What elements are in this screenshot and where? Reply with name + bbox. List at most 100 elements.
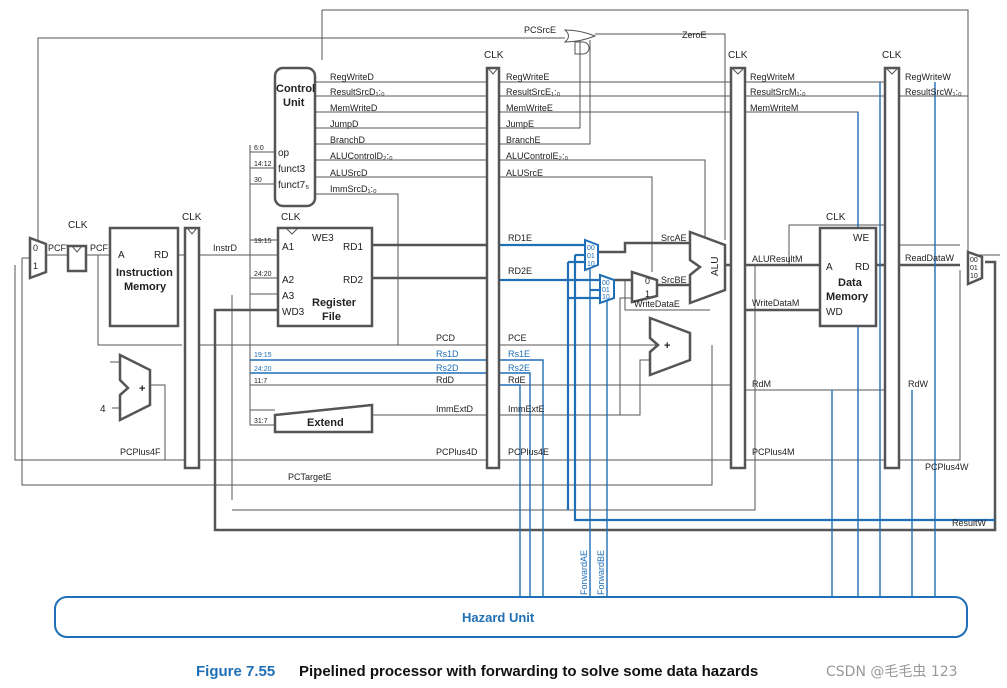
instruction-memory	[108, 226, 180, 328]
clk-label-pc: CLK	[68, 220, 88, 231]
sig-pcplus4m: PCPlus4M	[752, 447, 795, 457]
cu-port-op: op	[278, 148, 290, 159]
decode-execute-register	[485, 66, 501, 470]
sig-pcfp: PCF'	[48, 243, 68, 253]
memory-writeback-register	[883, 66, 901, 470]
adder-plus-2: +	[664, 340, 670, 352]
sig-memwritem: MemWriteM	[750, 103, 798, 113]
sig-alucontrole: ALUControlE₂:₀	[506, 151, 569, 161]
constant-four: 4	[100, 404, 106, 415]
srcb-mux	[630, 270, 659, 304]
sig-immsrcd: ImmSrcD₁:₀	[330, 184, 377, 194]
extend-label: Extend	[307, 417, 344, 429]
fwdB-in00: 00	[602, 280, 610, 287]
sig-forwardae: ForwardAE	[579, 550, 589, 595]
rf-port-we3: WE3	[312, 233, 334, 244]
sig-pcf: PCF	[90, 243, 109, 253]
sig-regwrited: RegWriteD	[330, 72, 374, 82]
pc-mux	[28, 236, 48, 280]
sig-resultsrcd: ResultSrcD₁:₀	[330, 87, 385, 97]
bits-11-7: 11:7	[254, 378, 267, 385]
sig-jumpe: JumpE	[506, 119, 534, 129]
clk-label-rf: CLK	[281, 212, 301, 223]
sig-immexte: ImmExtE	[508, 404, 545, 414]
sig-srcae: SrcAE	[661, 233, 687, 243]
sig-rd1e: RD1E	[508, 233, 532, 243]
sig-aluresultm: ALUResultM	[752, 254, 803, 264]
sig-pcplus4w: PCPlus4W	[925, 462, 969, 472]
forward-b-mux	[599, 273, 615, 305]
sig-rdm: RdM	[752, 379, 771, 389]
sig-srcbe: SrcBE	[661, 275, 687, 285]
sig-memwrited: MemWriteD	[330, 103, 378, 113]
pcplus4-adder	[118, 352, 152, 423]
rf-port-rd1: RD1	[343, 242, 363, 253]
sig-alucontrold: ALUControlD₂:₀	[330, 151, 393, 161]
fetch-decode-register	[183, 226, 201, 470]
fwdB-in01: 01	[602, 287, 610, 294]
sig-writedatam: WriteDataM	[752, 298, 799, 308]
caption-number: Figure 7.55	[196, 663, 275, 680]
rf-port-wd3: WD3	[282, 307, 305, 318]
srcbmux-in1: 1	[645, 289, 650, 299]
rf-port-a2: A2	[282, 275, 295, 286]
rf-port-a3: A3	[282, 291, 295, 302]
sig-zeroe: ZeroE	[682, 30, 707, 40]
sig-pcplus4d: PCPlus4D	[436, 447, 478, 457]
resmux-in01: 01	[970, 265, 978, 272]
watermark: CSDN @毛毛虫 123	[826, 664, 958, 680]
hazard-unit	[54, 596, 968, 638]
sig-regwritee: RegWriteE	[506, 72, 549, 82]
adder-plus-1: +	[139, 383, 145, 395]
data-memory-label-1: Data	[838, 277, 863, 289]
register-file-label-1: Register	[312, 297, 357, 309]
instruction-memory-label-2: Memory	[124, 281, 167, 293]
sig-pcsrce: PCSrcE	[524, 25, 556, 35]
sig-rde: RdE	[508, 375, 526, 385]
bits-31-7: 31:7	[254, 418, 268, 425]
result-mux	[966, 250, 984, 286]
dmem-port-wd: WD	[826, 307, 843, 318]
clk-label-fd: CLK	[182, 212, 202, 223]
bits-6-0: 6:0	[254, 145, 264, 152]
sig-branche: BranchE	[506, 135, 541, 145]
fwdB-in10: 10	[602, 294, 610, 301]
control-unit	[273, 66, 317, 208]
sig-regwritem: RegWriteM	[750, 72, 795, 82]
sig-pce: PCE	[508, 333, 527, 343]
sig-rd2e: RD2E	[508, 266, 532, 276]
sig-pctargete: PCTargetE	[288, 472, 332, 482]
register-file	[276, 226, 374, 328]
bits-14-12: 14:12	[254, 161, 272, 168]
bits-24-20-b: 24:20	[254, 366, 272, 373]
sig-rdd: RdD	[436, 375, 455, 385]
control-unit-label-2: Unit	[283, 97, 305, 109]
sig-rs1e: Rs1E	[508, 349, 530, 359]
extend-unit	[273, 403, 374, 434]
bits-30: 30	[254, 177, 262, 184]
bits-24-20: 24:20	[254, 271, 272, 278]
resmux-in00: 00	[970, 257, 978, 264]
sig-pcplus4e: PCPlus4E	[508, 447, 549, 457]
instruction-memory-label-1: Instruction	[116, 267, 173, 279]
dmem-port-rd: RD	[855, 262, 869, 273]
clk-label-mw: CLK	[882, 50, 902, 61]
imem-port-rd: RD	[154, 250, 168, 261]
cu-port-funct3: funct3	[278, 164, 306, 175]
forwarding-wires	[250, 82, 995, 597]
alu	[688, 230, 727, 305]
execute-memory-register	[729, 66, 747, 470]
clk-label-dm: CLK	[826, 212, 846, 223]
control-unit-label-1: Control	[276, 83, 315, 95]
sig-alusrce: ALUSrcE	[506, 168, 543, 178]
rf-port-a1: A1	[282, 242, 295, 253]
sig-immextd: ImmExtD	[436, 404, 473, 414]
sig-writedatae: WriteDataE	[634, 299, 680, 309]
sig-resultsrcm: ResultSrcM₁:₀	[750, 87, 806, 97]
sig-branchd: BranchD	[330, 135, 366, 145]
sig-rs1d: Rs1D	[436, 349, 459, 359]
sig-memwritee: MemWriteE	[506, 103, 553, 113]
fwdA-in01: 01	[587, 253, 595, 260]
data-memory	[818, 226, 878, 328]
